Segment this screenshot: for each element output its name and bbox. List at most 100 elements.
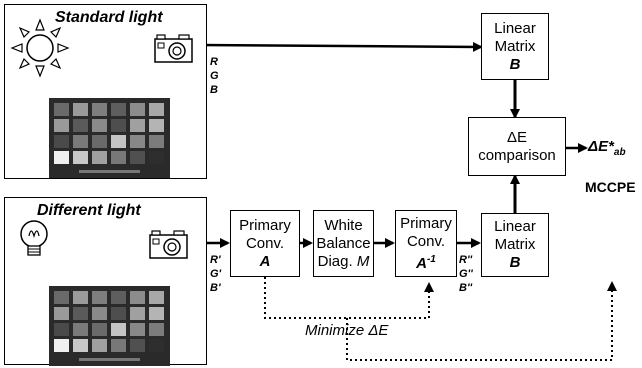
linear-bot-line2: Matrix bbox=[495, 236, 536, 254]
minimize-loop-path bbox=[265, 277, 429, 318]
minimize-label: Minimize ΔE bbox=[305, 322, 388, 339]
primary-a-line2: Conv. bbox=[246, 235, 284, 253]
after-channel-r: R'' bbox=[459, 253, 473, 267]
checker-patch bbox=[130, 291, 145, 304]
wb-symbol: M bbox=[357, 253, 370, 270]
checker-patch bbox=[111, 323, 126, 336]
delta-e-subscript: ab bbox=[614, 147, 626, 158]
checker-patch bbox=[111, 151, 126, 164]
camera-icon bbox=[148, 228, 190, 260]
camera-icon bbox=[153, 32, 195, 64]
checker-patch bbox=[54, 119, 69, 132]
checker-patch bbox=[73, 307, 88, 320]
lamp-icon bbox=[18, 218, 52, 260]
checker-patch bbox=[149, 135, 164, 148]
checker-patch bbox=[92, 119, 107, 132]
checker-patch bbox=[111, 307, 126, 320]
bottom-channel-r: R' bbox=[210, 253, 221, 267]
checker-patch bbox=[54, 135, 69, 148]
checker-patch bbox=[54, 323, 69, 336]
comparison-line2: comparison bbox=[478, 147, 556, 165]
mccpe-label: MCCPE bbox=[585, 179, 636, 195]
primary-ainv-line1: Primary bbox=[400, 215, 452, 233]
checker-patch bbox=[130, 103, 145, 116]
checker-patch bbox=[130, 151, 145, 164]
checker-patch bbox=[92, 103, 107, 116]
different-light-title: Different light bbox=[37, 202, 141, 220]
linear-bot-line1: Linear bbox=[494, 218, 536, 236]
color-checker-icon bbox=[49, 98, 170, 178]
checker-patch bbox=[54, 307, 69, 320]
checker-patch bbox=[130, 323, 145, 336]
checker-patch bbox=[111, 119, 126, 132]
checker-patch bbox=[130, 307, 145, 320]
primary-conv-a-inverse-block: Primary Conv. A-1 bbox=[395, 210, 457, 277]
checker-patch bbox=[73, 135, 88, 148]
top-channel-r: R bbox=[210, 55, 219, 69]
delta-e-ab-output: ΔE*ab bbox=[588, 138, 626, 158]
color-checker-icon bbox=[49, 286, 170, 366]
wb-line3-wrap: Diag. M bbox=[318, 253, 370, 271]
primary-a-symbol: A bbox=[260, 253, 271, 271]
checker-patch bbox=[54, 151, 69, 164]
checker-patch bbox=[149, 151, 164, 164]
checker-patch bbox=[92, 339, 107, 352]
arrow-camera-to-linear-top bbox=[198, 45, 481, 47]
checker-patch bbox=[73, 339, 88, 352]
primary-ainv-line2: Conv. bbox=[407, 233, 445, 251]
linear-top-line1: Linear bbox=[494, 20, 536, 38]
checker-patch bbox=[149, 291, 164, 304]
checker-patch bbox=[130, 135, 145, 148]
after-channel-g: G'' bbox=[459, 267, 473, 281]
checker-patch bbox=[92, 135, 107, 148]
white-balance-block: White Balance Diag. M bbox=[313, 210, 374, 277]
checker-patch bbox=[73, 151, 88, 164]
standard-light-title: Standard light bbox=[55, 9, 163, 27]
checker-patch bbox=[149, 119, 164, 132]
delta-e-comparison-block: ΔE comparison bbox=[468, 117, 566, 176]
linear-top-line2: Matrix bbox=[495, 38, 536, 56]
checker-patch bbox=[130, 119, 145, 132]
comparison-line1: ΔE bbox=[507, 129, 527, 147]
checker-patch bbox=[111, 291, 126, 304]
checker-patch bbox=[149, 103, 164, 116]
checker-patch bbox=[54, 103, 69, 116]
primary-ainv-symbol: A bbox=[416, 255, 427, 272]
checker-patch bbox=[73, 291, 88, 304]
after-channel-b: B'' bbox=[459, 281, 473, 295]
primary-ainv-symbol-wrap: A-1 bbox=[416, 251, 436, 273]
linear-matrix-top-block: Linear Matrix B bbox=[481, 13, 549, 80]
linear-bot-symbol: B bbox=[510, 254, 521, 272]
checker-patch bbox=[111, 103, 126, 116]
primary-conv-a-block: Primary Conv. A bbox=[230, 210, 300, 277]
primary-ainv-exponent: -1 bbox=[427, 254, 436, 265]
primary-a-line1: Primary bbox=[239, 217, 291, 235]
after-channel-labels: R'' G'' B'' bbox=[459, 253, 473, 295]
wb-line1: White bbox=[324, 217, 362, 235]
checker-patch bbox=[92, 307, 107, 320]
checker-patch bbox=[54, 339, 69, 352]
checker-patch bbox=[73, 119, 88, 132]
bottom-channel-b: B' bbox=[210, 281, 221, 295]
checker-patch bbox=[54, 291, 69, 304]
checker-patch bbox=[149, 323, 164, 336]
checker-patch bbox=[149, 339, 164, 352]
linear-top-symbol: B bbox=[510, 56, 521, 74]
checker-patch bbox=[73, 103, 88, 116]
checker-patch bbox=[92, 323, 107, 336]
top-channel-g: G bbox=[210, 69, 219, 83]
wb-line3: Diag. bbox=[318, 253, 353, 270]
sun-icon bbox=[10, 18, 70, 78]
checker-patch bbox=[111, 135, 126, 148]
checker-patch bbox=[149, 307, 164, 320]
delta-e-label: ΔE* bbox=[588, 138, 614, 155]
checker-patch bbox=[111, 339, 126, 352]
linear-matrix-bottom-block: Linear Matrix B bbox=[481, 213, 549, 277]
checker-patch bbox=[92, 151, 107, 164]
checker-patch bbox=[130, 339, 145, 352]
bottom-channel-labels: R' G' B' bbox=[210, 253, 221, 295]
top-channel-b: B bbox=[210, 83, 219, 97]
wb-line2: Balance bbox=[316, 235, 370, 253]
bottom-channel-g: G' bbox=[210, 267, 221, 281]
checker-patch bbox=[92, 291, 107, 304]
